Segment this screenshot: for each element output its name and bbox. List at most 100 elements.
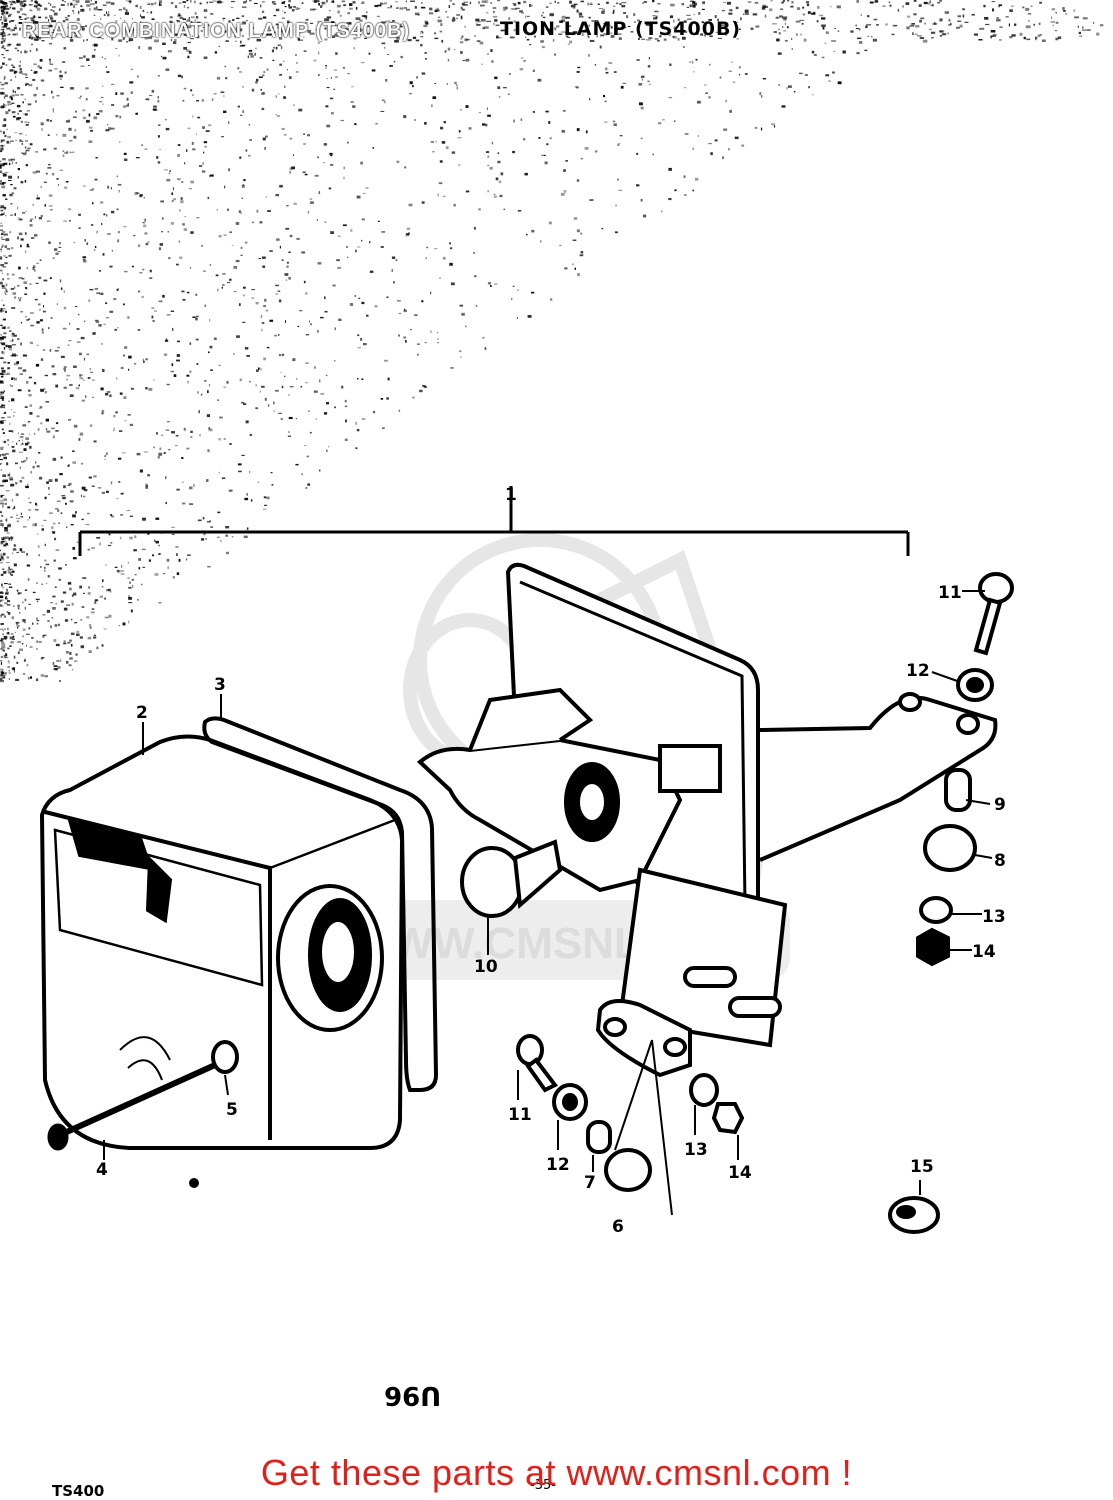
scan-speck	[131, 584, 134, 588]
scan-speck	[483, 26, 489, 29]
scan-speck	[11, 158, 15, 161]
scan-speck	[271, 1, 276, 3]
scan-speck	[482, 27, 485, 30]
scan-speck	[10, 20, 15, 22]
scan-speck	[9, 69, 13, 72]
scan-speck	[65, 651, 69, 654]
scan-speck	[17, 651, 20, 655]
scan-speck	[691, 60, 694, 64]
scan-speck	[992, 8, 994, 12]
scan-speck	[741, 144, 745, 147]
scan-speck	[242, 86, 244, 88]
scan-speck	[111, 210, 115, 214]
scan-speck	[59, 473, 63, 476]
scan-speck	[674, 189, 677, 192]
scan-speck	[239, 71, 243, 73]
scan-speck	[324, 310, 328, 313]
scan-speck	[15, 678, 20, 681]
scan-speck	[136, 192, 140, 194]
scan-speck	[19, 2, 23, 6]
get-parts-link[interactable]: Get these parts at www.cmsnl.com !	[260, 1452, 853, 1493]
scan-speck	[202, 516, 205, 520]
scan-speck	[2, 62, 5, 65]
scan-speck	[36, 648, 38, 650]
scan-speck	[80, 619, 83, 621]
scan-speck	[7, 524, 11, 528]
scan-speck	[574, 86, 578, 88]
scan-speck	[127, 561, 129, 564]
scan-speck	[44, 569, 46, 572]
scan-speck	[51, 90, 53, 94]
scan-speck	[69, 394, 74, 397]
scan-speck	[217, 288, 219, 292]
scan-speck	[447, 47, 451, 51]
scan-speck	[440, 126, 444, 130]
scan-speck	[668, 97, 673, 99]
scan-speck	[244, 347, 249, 350]
scan-speck	[48, 2, 50, 5]
scan-speck	[62, 496, 66, 500]
scan-speck	[0, 339, 2, 341]
scan-speck	[3, 15, 6, 18]
scan-speck	[15, 482, 18, 485]
scan-speck	[469, 1, 472, 5]
scan-speck	[601, 11, 605, 14]
scan-speck	[203, 151, 205, 154]
scan-speck	[262, 16, 267, 19]
scan-speck	[18, 277, 23, 279]
scan-speck	[552, 39, 555, 42]
scan-speck	[51, 427, 55, 430]
scan-speck	[939, 30, 943, 33]
scan-speck	[217, 399, 219, 401]
scan-speck	[648, 57, 650, 60]
scan-speck	[812, 94, 814, 96]
scan-speck	[572, 263, 574, 266]
scan-speck	[70, 644, 73, 647]
scan-speck	[962, 8, 965, 11]
scan-speck	[96, 230, 98, 234]
scan-speck	[313, 59, 317, 62]
scan-speck	[141, 548, 146, 551]
scan-speck	[18, 266, 21, 270]
scan-speck	[182, 99, 185, 102]
scan-speck	[54, 537, 57, 541]
scan-speck	[0, 214, 2, 216]
scan-speck	[110, 31, 114, 34]
scan-speck	[873, 1, 875, 4]
scan-speck	[705, 92, 708, 94]
scan-speck	[450, 367, 454, 369]
scan-speck	[517, 289, 519, 291]
scan-speck	[8, 345, 12, 348]
scan-speck	[96, 292, 100, 294]
scan-speck	[434, 83, 437, 84]
scan-speck	[59, 659, 62, 663]
scan-speck	[1, 65, 3, 68]
scan-speck	[261, 256, 266, 259]
scan-speck	[580, 0, 585, 3]
scan-speck	[359, 29, 363, 31]
scan-speck	[6, 532, 10, 534]
scan-speck	[21, 143, 24, 145]
scan-speck	[59, 680, 61, 682]
scan-speck	[63, 306, 67, 310]
scan-speck	[6, 34, 11, 36]
scan-speck	[195, 293, 198, 296]
scan-speck	[297, 38, 300, 41]
scan-speck	[148, 46, 152, 50]
scan-speck	[45, 172, 48, 175]
scan-speck	[274, 334, 277, 337]
scan-speck	[318, 191, 321, 195]
scan-speck	[278, 354, 281, 357]
scan-speck	[173, 374, 177, 377]
scan-speck	[349, 3, 353, 6]
scan-speck	[2, 182, 7, 184]
scan-speck	[105, 317, 110, 319]
scan-speck	[623, 12, 627, 14]
scan-speck	[0, 130, 2, 133]
scan-speck	[11, 574, 13, 576]
scan-speck	[148, 2, 150, 5]
scan-speck	[6, 273, 9, 276]
scan-speck	[85, 25, 87, 28]
scan-speck	[228, 20, 231, 22]
scan-speck	[17, 592, 22, 594]
